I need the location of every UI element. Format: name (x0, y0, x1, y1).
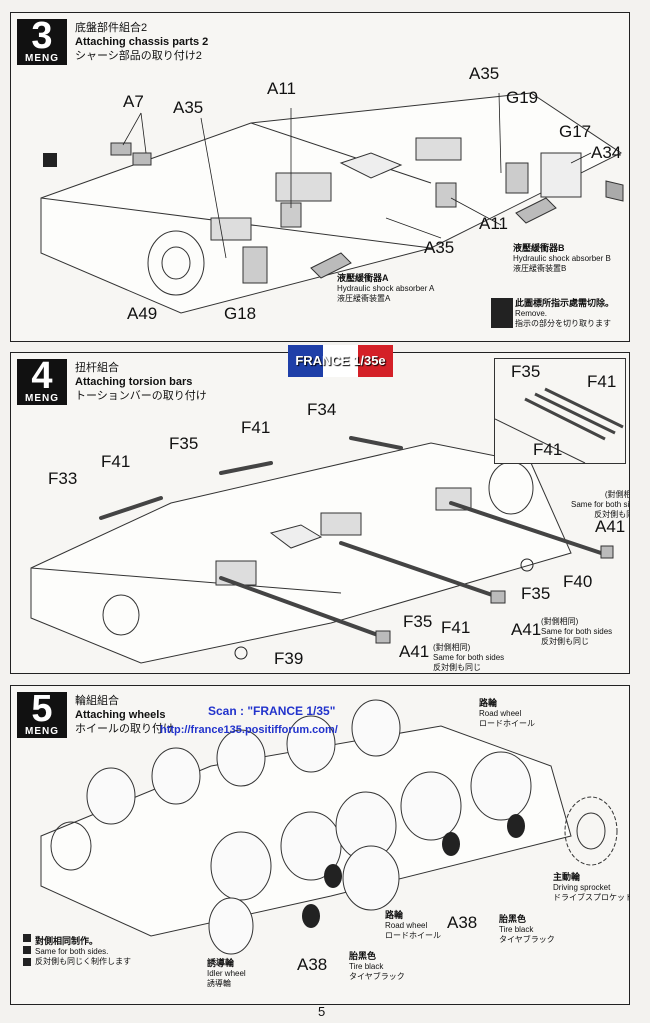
part-label: F35 (511, 362, 541, 381)
brand-logo: MENG (25, 393, 59, 404)
remove-note: 此圖標所指示處需切除。Remove.指示の部分を切り取ります (515, 298, 615, 328)
step-title: 底盤部件組合2 Attaching chassis parts 2 シャーシ部品… (75, 21, 208, 63)
step-title: 扭杆組合 Attaching torsion bars トーションバーの取り付け (75, 361, 207, 403)
same-sides-note: 對側相同制作。Same for both sides.反対側も同じく制作します (35, 936, 131, 966)
part-label: F41 (441, 618, 471, 637)
title-jp: トーションバーの取り付け (75, 390, 207, 402)
part-label: A11 (479, 214, 508, 233)
torsion-bar-drawing (30, 436, 614, 664)
forum-url[interactable]: http://france135.positifforum.com/ (160, 724, 338, 736)
part-label: A35 (424, 238, 455, 257)
part-label: A35 (173, 98, 204, 117)
part-label: F41 (533, 440, 563, 459)
title-cn: 輪組組合 (75, 695, 119, 707)
part-label: G17 (559, 122, 592, 141)
part-label: F33 (48, 469, 78, 488)
part-label: A35 (469, 64, 500, 83)
part-label: A41 (511, 620, 542, 639)
part-label: A38 (297, 955, 328, 974)
title-en: Attaching wheels (75, 709, 166, 721)
brand-logo: MENG (25, 726, 59, 737)
brand-logo: MENG (25, 53, 59, 64)
title-cn: 扭杆組合 (75, 362, 119, 374)
chassis-drawing (40, 92, 624, 328)
detail-inset: F35 F41 F41 (494, 358, 626, 464)
part-label: G18 (224, 304, 257, 323)
part-label: A41 (399, 642, 430, 661)
part-label: F41 (587, 372, 617, 391)
part-label: F40 (563, 572, 593, 591)
inset-drawing (494, 387, 624, 464)
part-label: A7 (123, 92, 144, 111)
part-label: A34 (591, 143, 622, 162)
part-label: G19 (506, 88, 539, 107)
part-label: F39 (274, 649, 304, 668)
part-label: A11 (267, 79, 296, 98)
title-jp: シャーシ部品の取り付け2 (75, 50, 202, 62)
title-en: Attaching torsion bars (75, 376, 193, 388)
part-label: F41 (241, 418, 271, 437)
part-label: F35 (521, 584, 551, 603)
part-label: F34 (307, 400, 337, 419)
scan-credit: Scan : "FRANCE 1/35" (208, 704, 336, 718)
wheels-drawing (23, 699, 618, 966)
title-jp: ホイールの取り付け (75, 723, 174, 735)
title-cn: 底盤部件組合2 (75, 22, 148, 34)
part-label: A49 (127, 304, 158, 323)
flag-text: FRANCE 1/35e (295, 353, 386, 368)
part-label: A41 (595, 517, 626, 536)
part-label: A38 (447, 913, 478, 932)
part-label: F35 (169, 434, 199, 453)
page-number: 5 (318, 1004, 326, 1019)
part-label: F35 (403, 612, 433, 631)
title-en: Attaching chassis parts 2 (75, 36, 209, 48)
france-flag-watermark: FRANCE 1/35e (288, 345, 393, 377)
step-title: 輪組組合 Attaching wheels ホイールの取り付け (75, 694, 174, 736)
part-label: F41 (101, 452, 131, 471)
